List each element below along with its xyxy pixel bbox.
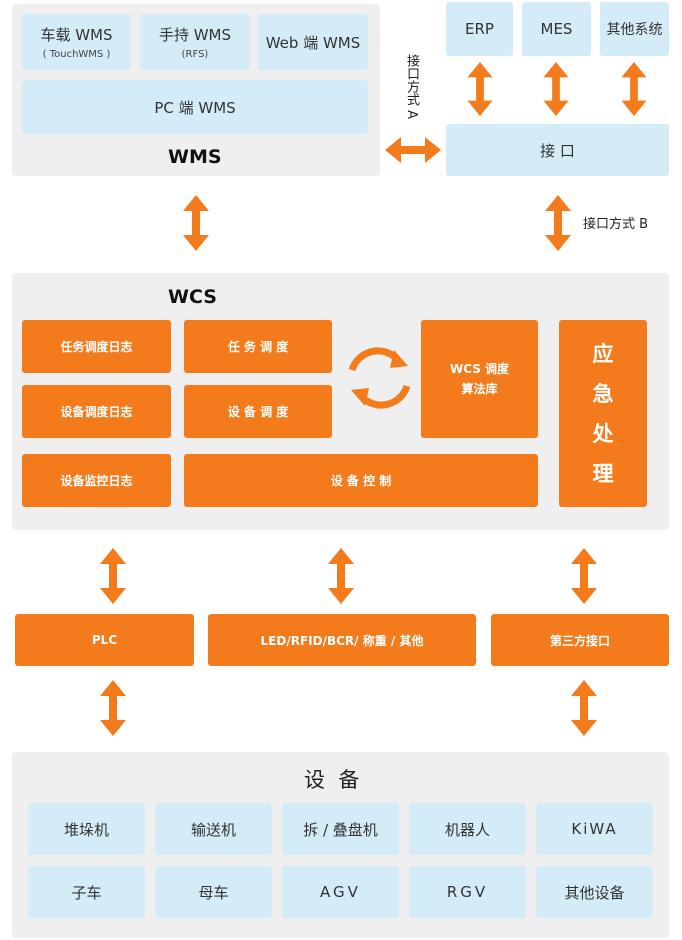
device-sub-car-label: 子车	[71, 883, 102, 902]
device-conveyor-label: 输送机	[190, 820, 236, 839]
monitor-log-box[interactable]: 设备监控日志	[22, 454, 171, 507]
wms-title: WMS	[168, 146, 222, 168]
device-control-label: 设 备 控 制	[330, 474, 392, 488]
sync-arrowhead-top	[390, 350, 408, 368]
third-party-label: 第三方接口	[549, 633, 610, 648]
wms-module-handheld-label: 手持 WMS	[158, 26, 232, 44]
interface-label: 接 口	[540, 141, 575, 160]
algo-box[interactable]: WCS 调度 算法库	[421, 320, 538, 438]
arrow-wcs-plc	[100, 548, 126, 604]
device-dispatch-box[interactable]: 设 备 调 度	[184, 385, 332, 438]
wms-module-pc-label: PC 端 WMS	[154, 98, 236, 117]
device-conveyor[interactable]: 输送机	[155, 803, 272, 855]
sync-arrowhead-bottom	[351, 388, 369, 406]
wms-module-pc[interactable]: PC 端 WMS	[22, 80, 368, 134]
other-system-label: 其他系统	[606, 22, 663, 38]
other-system-box[interactable]: 其他系统	[600, 2, 669, 56]
led-rfid-label: LED/RFID/BCR/ 称重 / 其他	[260, 633, 424, 648]
task-dispatch-box[interactable]: 任 务 调 度	[184, 320, 332, 373]
emergency-box[interactable]: 应 急 处 理	[559, 320, 647, 507]
device-mother-car-label: 母车	[198, 883, 229, 902]
arrow-other-interface	[621, 62, 647, 116]
device-stacker[interactable]: 堆垛机	[28, 803, 145, 855]
wms-module-handheld-sub: (RFS)	[181, 49, 209, 60]
device-stacker-label: 堆垛机	[63, 820, 109, 839]
device-agv[interactable]: AGV	[282, 866, 399, 918]
device-other[interactable]: 其他设备	[536, 866, 653, 918]
arrow-wcs-led	[328, 548, 354, 604]
device-rgv[interactable]: RGV	[409, 866, 526, 918]
device-robot-label: 机器人	[444, 820, 490, 839]
task-dispatch-label: 任 务 调 度	[227, 340, 289, 354]
device-robot[interactable]: 机器人	[409, 803, 526, 855]
wms-module-touch-sub: ( TouchWMS )	[42, 49, 111, 60]
arrow-third-party-devices	[571, 680, 597, 736]
device-kiwa-label: KiWA	[571, 820, 618, 838]
arrow-erp-interface	[467, 62, 493, 116]
interface-b-label: 接口方式 B	[583, 217, 649, 232]
device-kiwa[interactable]: KiWA	[536, 803, 653, 855]
devices-title: 设 备	[304, 768, 360, 792]
device-dispatch-label: 设 备 调 度	[227, 405, 289, 419]
device-other-label: 其他设备	[564, 883, 625, 902]
arrow-wms-wcs	[183, 195, 209, 251]
erp-box[interactable]: ERP	[446, 2, 513, 56]
device-log-box[interactable]: 设备调度日志	[22, 385, 171, 438]
third-party-box[interactable]: 第三方接口	[491, 614, 669, 666]
interface-box[interactable]: 接 口	[446, 124, 669, 176]
wms-module-handheld[interactable]: 手持 WMS (RFS)	[140, 14, 250, 70]
mes-box[interactable]: MES	[522, 2, 591, 56]
task-log-label: 任务调度日志	[60, 340, 133, 354]
device-agv-label: AGV	[320, 883, 361, 901]
interface-a-label: 接口方式 A	[404, 54, 419, 120]
task-log-box[interactable]: 任务调度日志	[22, 320, 171, 373]
plc-label: PLC	[91, 633, 118, 647]
plc-box[interactable]: PLC	[15, 614, 194, 666]
wms-module-touch[interactable]: 车载 WMS ( TouchWMS )	[22, 14, 131, 70]
arrow-plc-devices	[100, 680, 126, 736]
device-palletizer-label: 拆 / 叠盘机	[303, 820, 378, 839]
emergency-label: 应 急 处 理	[592, 341, 614, 486]
device-rgv-label: RGV	[446, 883, 489, 901]
arrow-wms-interface	[385, 137, 441, 163]
arrow-mes-interface	[543, 62, 569, 116]
erp-label: ERP	[465, 20, 494, 38]
wcs-title: WCS	[168, 286, 217, 308]
mes-label: MES	[540, 20, 573, 38]
algo-label: WCS 调度 算法库	[449, 362, 510, 396]
arrow-interface-wcs	[545, 195, 571, 251]
device-control-box[interactable]: 设 备 控 制	[184, 454, 538, 507]
wms-module-touch-label: 车载 WMS	[40, 26, 113, 44]
device-mother-car[interactable]: 母车	[155, 866, 272, 918]
device-palletizer[interactable]: 拆 / 叠盘机	[282, 803, 399, 855]
device-log-label: 设备调度日志	[60, 405, 133, 419]
led-rfid-box[interactable]: LED/RFID/BCR/ 称重 / 其他	[208, 614, 476, 666]
device-sub-car[interactable]: 子车	[28, 866, 145, 918]
arrow-wcs-third-party	[571, 548, 597, 604]
wms-module-web-label: Web 端 WMS	[265, 33, 361, 52]
monitor-log-label: 设备监控日志	[60, 474, 133, 488]
wms-module-web[interactable]: Web 端 WMS	[258, 14, 368, 70]
